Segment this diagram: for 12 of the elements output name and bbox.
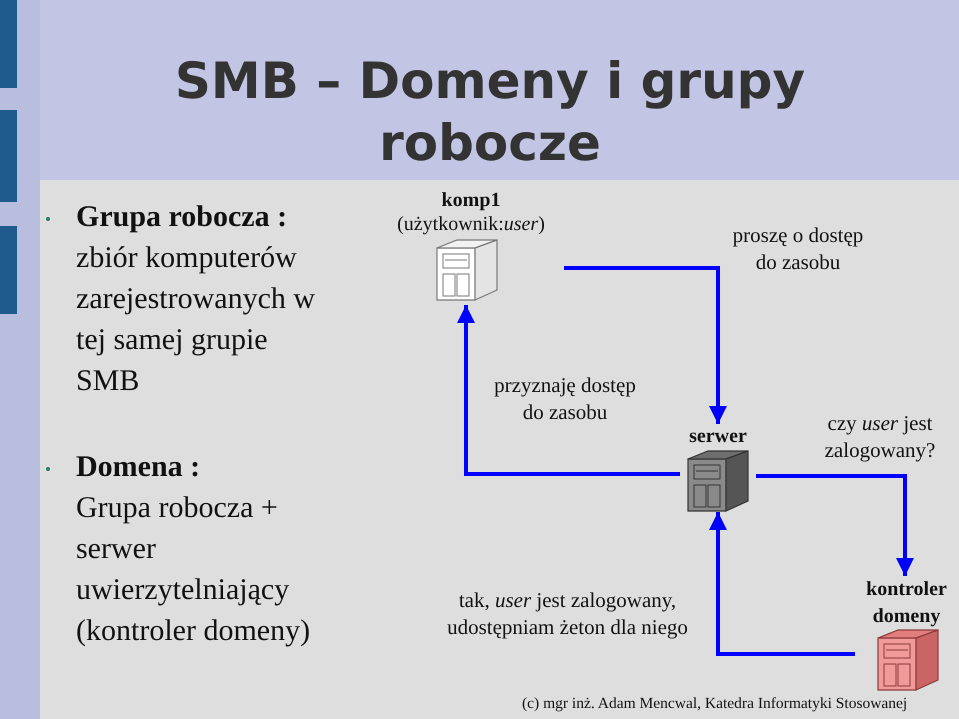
node-label: kontroler domeny [865,577,948,629]
slide-title: SMB – Domeny i grupy robocze [174,51,806,174]
credit-line: (c) mgr inż. Adam Mencwal, Katedra Informatyki Stosowanej [522,695,908,713]
node-label: serwer [688,424,748,448]
bullet-text: Domena : Grupa robocza + serwer uwierzytelniający (kontroler domeny) [76,449,312,649]
node-label: (użytkownik:user) [396,212,546,236]
arrow [564,266,727,424]
node-label: komp1 [440,188,502,212]
arrow [709,512,855,656]
arrow [756,474,914,576]
bullet-text: Grupa robocza : zbiór komputerów zarejestrowanych w tej samej grupie SMB [76,199,316,399]
arrow [457,305,680,476]
